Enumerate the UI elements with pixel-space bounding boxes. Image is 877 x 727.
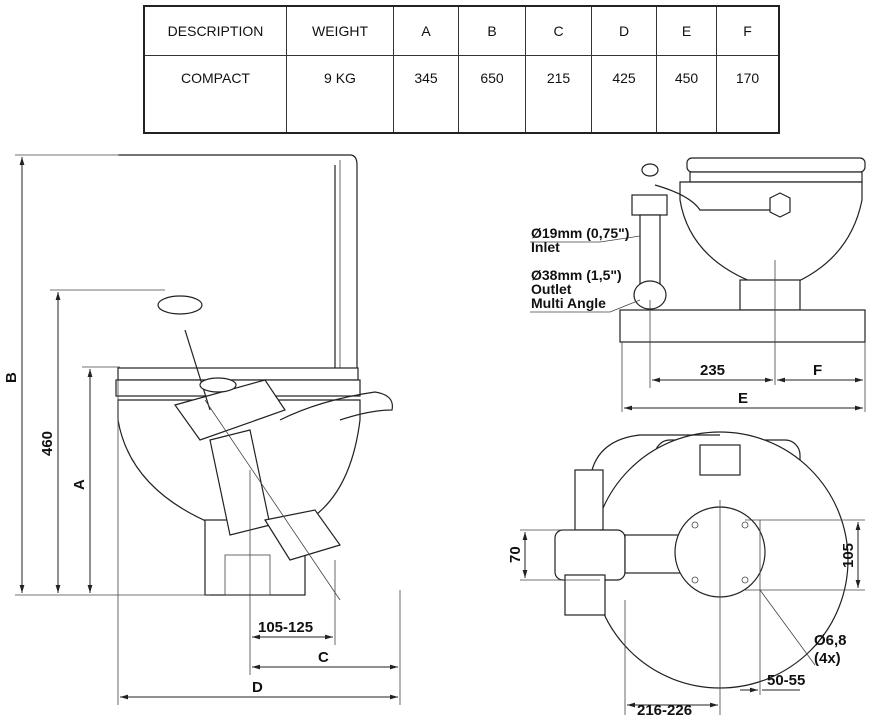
front-view: Ø19mm (0,75") Inlet Ø38mm (1,5") Outlet … (530, 157, 866, 412)
dim-105-label: 105 (840, 543, 857, 568)
table-cell: 425 (591, 55, 657, 134)
dim-460-label: 460 (39, 431, 56, 456)
header-cell: E (656, 5, 717, 56)
dim-A-label: A (71, 479, 88, 490)
dim-B-label: B (3, 372, 20, 383)
plan-view: 70 105 Ø6,8 (4x) 50-55 216-226 (507, 431, 865, 719)
hole-count-label: (4x) (814, 650, 841, 667)
side-view (15, 154, 401, 705)
dim-offset-label: 105-125 (258, 619, 313, 636)
inlet-size-label: Ø19mm (0,75") (531, 225, 629, 241)
header-cell: D (591, 5, 657, 56)
dim-F-label: F (813, 362, 822, 379)
outlet-note: Multi Angle (531, 295, 606, 311)
header-cell: DESCRIPTION (143, 5, 287, 56)
outlet-label: Outlet (531, 281, 572, 297)
table-header-row: DESCRIPTION WEIGHT A B C D E F (143, 5, 780, 56)
table-cell: 450 (656, 55, 717, 134)
header-cell: C (525, 5, 592, 56)
side-view-dimensions: B 460 A 105-125 C D (3, 157, 398, 700)
header-cell: B (458, 5, 526, 56)
inlet-label: Inlet (531, 239, 560, 255)
table-row: COMPACT 9 KG 345 650 215 425 450 170 (143, 55, 780, 134)
dimension-table: DESCRIPTION WEIGHT A B C D E F COMPACT 9… (143, 5, 780, 134)
outlet-size-label: Ø38mm (1,5") (531, 267, 622, 283)
hole-diameter-label: Ø6,8 (814, 632, 847, 649)
dim-216-226-label: 216-226 (637, 702, 692, 719)
dim-235-label: 235 (700, 362, 725, 379)
table-cell: COMPACT (143, 55, 287, 134)
table-cell: 215 (525, 55, 592, 134)
table-cell: 650 (458, 55, 526, 134)
dim-70-label: 70 (507, 546, 524, 563)
dim-D-label: D (252, 679, 263, 696)
header-cell: WEIGHT (286, 5, 394, 56)
table-cell: 170 (716, 55, 780, 134)
table-cell: 9 KG (286, 55, 394, 134)
header-cell: F (716, 5, 780, 56)
dim-C-label: C (318, 649, 329, 666)
dim-50-55-label: 50-55 (767, 672, 805, 689)
dim-E-label: E (738, 390, 748, 407)
